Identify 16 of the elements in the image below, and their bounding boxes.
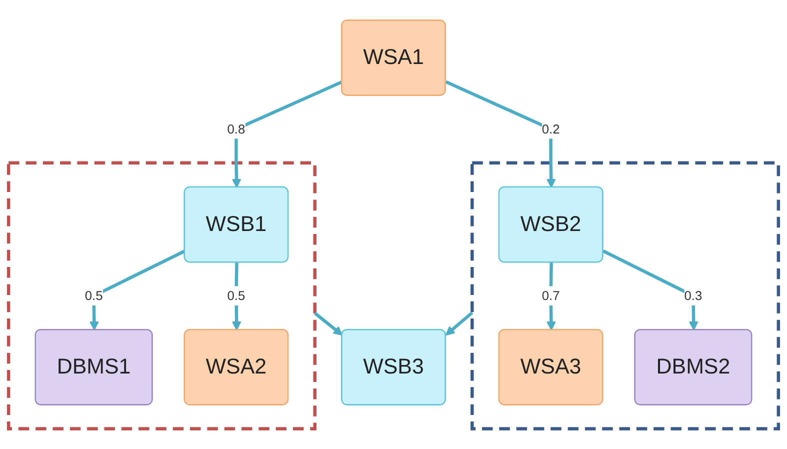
edge-label: 0.7 <box>542 288 560 304</box>
arrow <box>445 80 556 188</box>
arrow <box>314 312 343 336</box>
arrow <box>89 250 186 331</box>
cluster <box>470 161 780 430</box>
edge-label: 0.2 <box>542 122 560 137</box>
edge-label: 0.3 <box>684 288 702 304</box>
edge-label: 0.8 <box>227 122 246 137</box>
arrow <box>232 262 242 331</box>
arrow <box>445 311 474 336</box>
edge-label: 0.5 <box>227 288 246 304</box>
arrow <box>546 262 556 331</box>
arrow <box>232 80 343 188</box>
edge-label: 0.5 <box>84 288 103 304</box>
cluster <box>6 161 316 430</box>
arrow <box>602 250 698 331</box>
